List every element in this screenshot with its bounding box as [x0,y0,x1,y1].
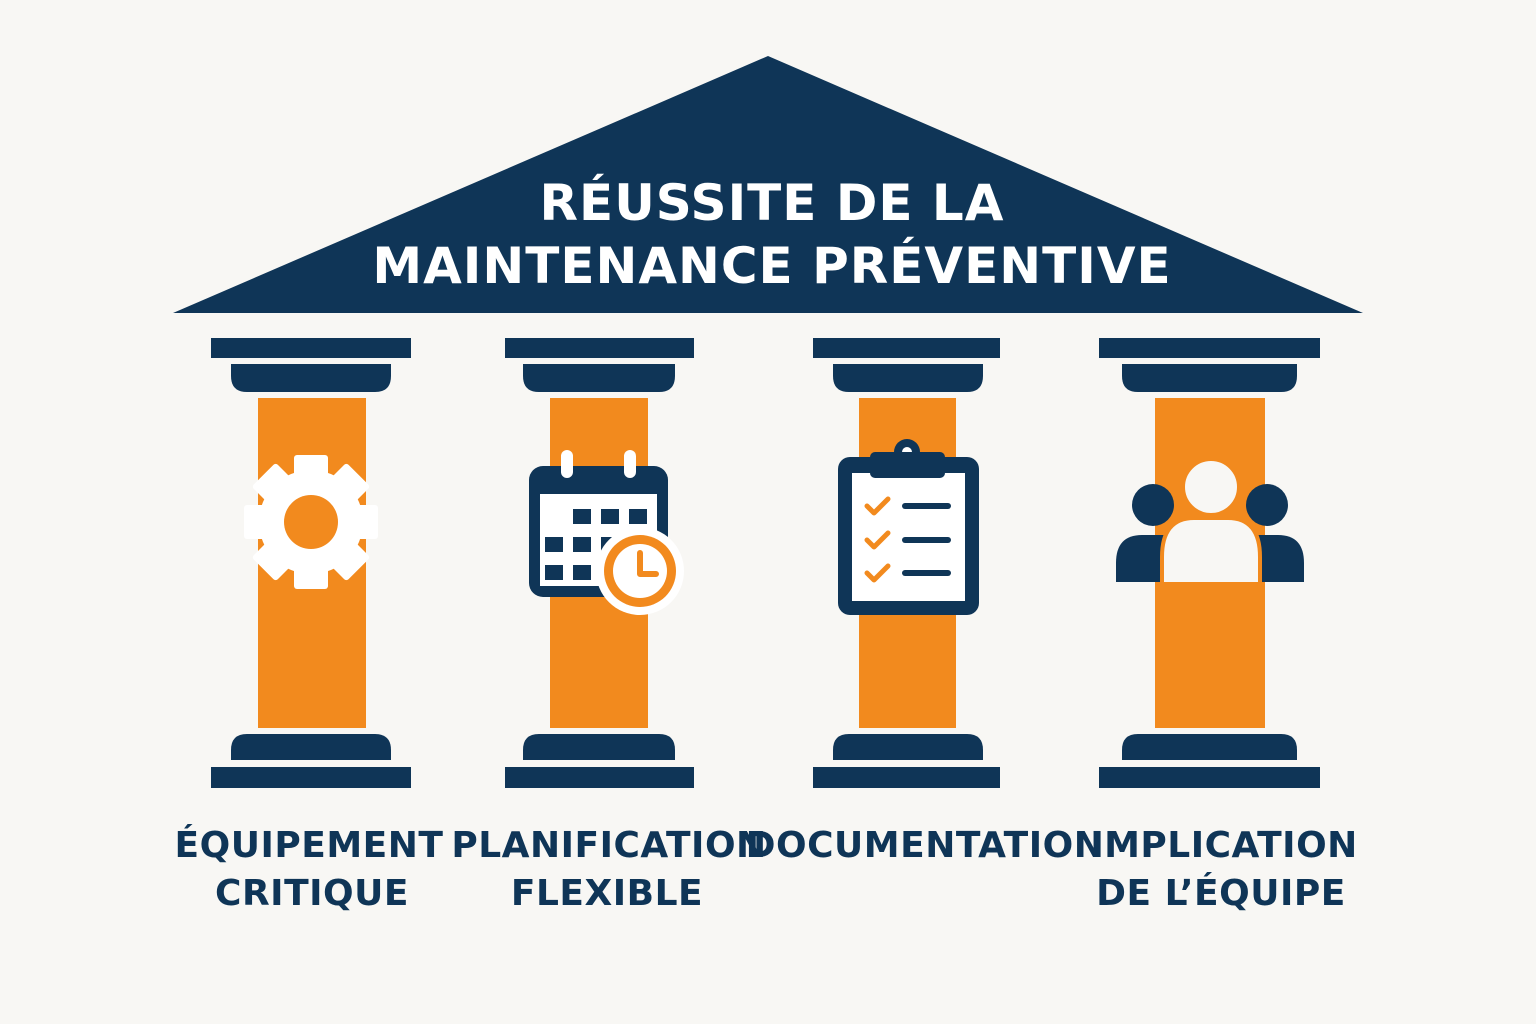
pillar-capital-top [211,338,411,358]
pillar-capital-top [505,338,694,358]
pillar-base-bottom [813,767,1000,788]
gear-icon [244,455,378,589]
pillar-capital-top [813,338,1000,358]
pillar-label-line-2: CRITIQUE [215,873,409,914]
pillar-base-top [523,734,675,760]
calendar-clock-icon [529,450,684,615]
pillar-base-bottom [1099,767,1320,788]
title-line-2: MAINTENANCE PRÉVENTIVE [372,236,1171,295]
pillar-implication-equipe: IMPLICATION DE L’ÉQUIPE [1090,338,1358,914]
pillar-planification-flexible: PLANIFICATION FLEXIBLE [451,338,766,914]
clipboard-checklist-icon [838,439,979,615]
roof [173,56,1363,313]
pillar-base-bottom [505,767,694,788]
pillar-label-line-1: ÉQUIPEMENT [175,824,444,866]
team-icon [1116,457,1304,586]
pillar-equipement-critique: ÉQUIPEMENT CRITIQUE [175,338,444,914]
pillar-capital-bottom [523,364,675,392]
pillar-documentation: DOCUMENTATION [746,338,1105,866]
pillar-base-top [833,734,983,760]
pillar-capital-bottom [231,364,391,392]
pillar-label-line-1: IMPLICATION [1090,825,1358,866]
pillar-label-line-2: FLEXIBLE [511,873,703,914]
pillar-label-line-2: DE L’ÉQUIPE [1096,872,1346,914]
pillar-capital-bottom [833,364,983,392]
pillar-label-line-1: DOCUMENTATION [746,825,1105,866]
pillar-base-top [1122,734,1297,760]
pillar-capital-bottom [1122,364,1297,392]
pillar-base-top [231,734,391,760]
title-line-1: RÉUSSITE DE LA [540,173,1005,232]
pillar-base-bottom [211,767,411,788]
pillar-capital-top [1099,338,1320,358]
pillar-label-line-1: PLANIFICATION [451,825,766,866]
